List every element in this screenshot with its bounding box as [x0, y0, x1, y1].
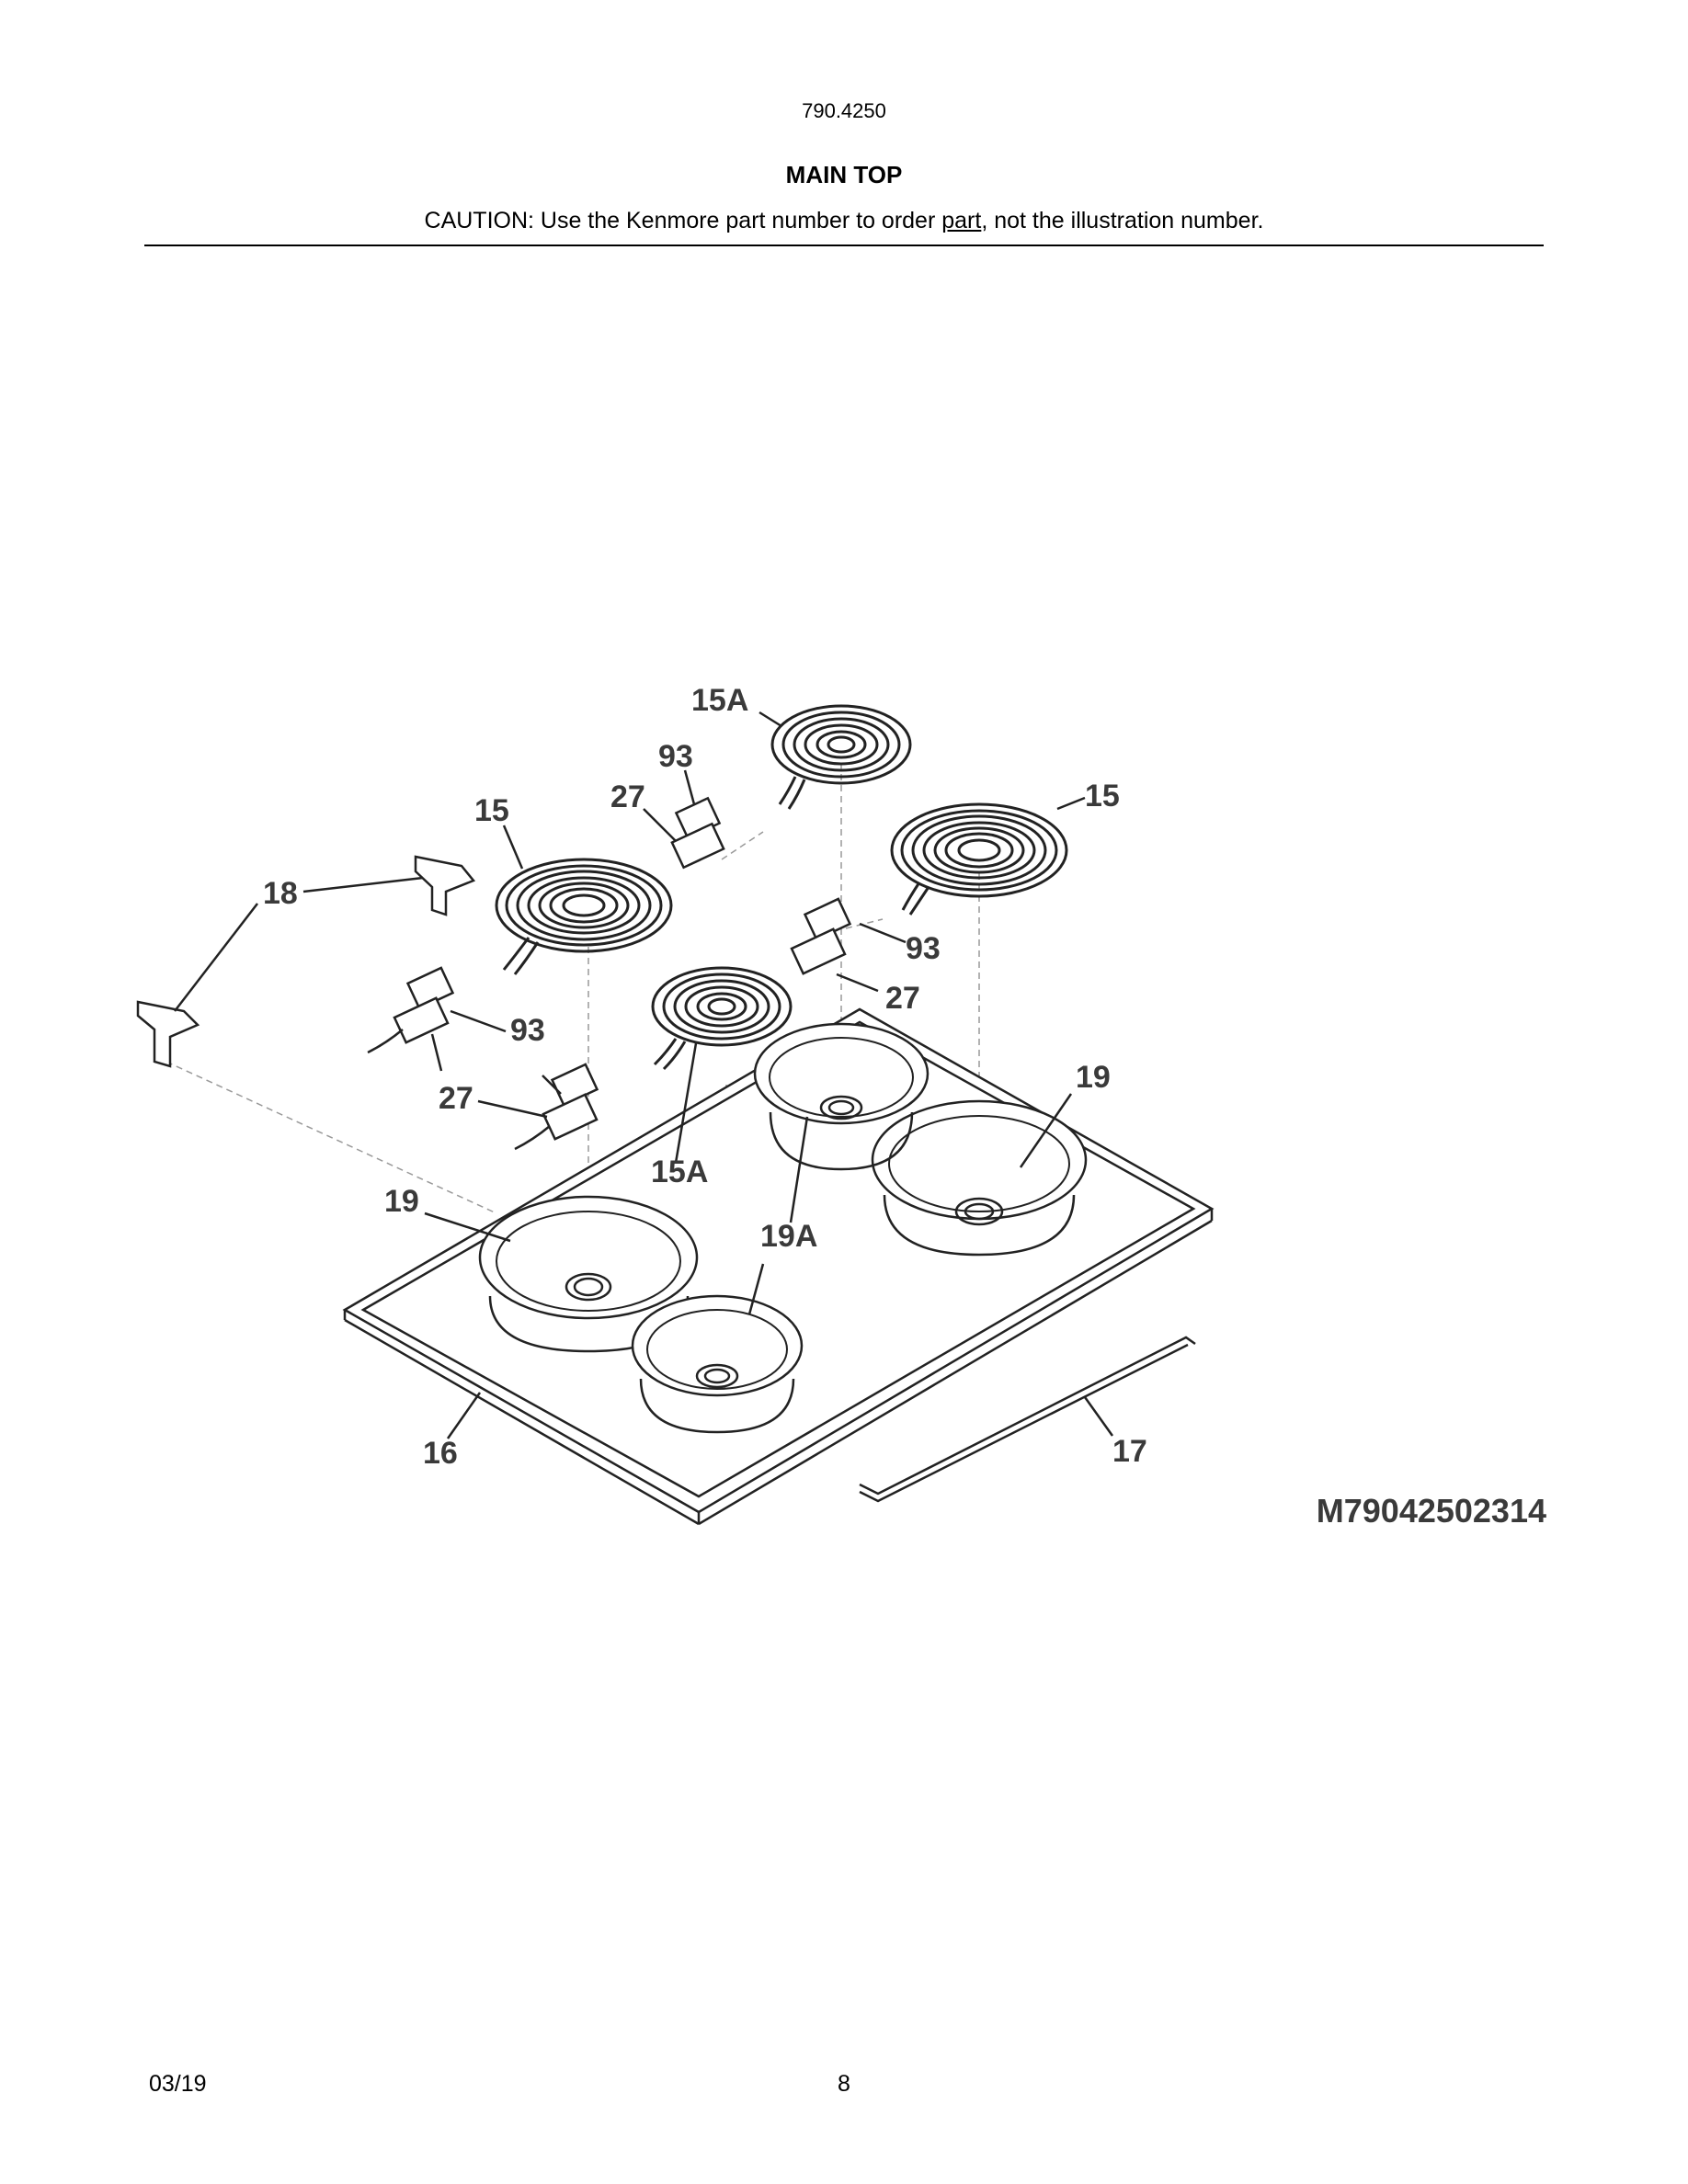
caution-text-start: CAUTION: Use the Kenmore part number to … — [424, 208, 942, 233]
surface-element-large-right — [890, 802, 1068, 916]
model-number: 790.4250 — [802, 99, 886, 122]
caution-note: CAUTION: Use the Kenmore part number to … — [0, 208, 1688, 234]
trim-strip — [859, 1336, 1196, 1503]
callout-15-left: 15 — [474, 793, 509, 828]
page-number: 8 — [838, 2071, 850, 2097]
callout-93-right: 93 — [906, 931, 941, 966]
callout-19-left: 19 — [384, 1184, 419, 1219]
callout-93-left: 93 — [510, 1013, 545, 1048]
callout-19A: 19A — [760, 1219, 817, 1254]
callout-93-top: 93 — [658, 739, 693, 774]
drip-pan-small-front — [631, 1294, 804, 1434]
leader-lines — [174, 711, 1114, 1439]
receptacle-left — [367, 966, 455, 1054]
callout-27-right: 27 — [885, 981, 920, 1016]
callout-27-top: 27 — [610, 779, 645, 814]
surface-element-small-bottom — [651, 966, 793, 1071]
callout-17: 17 — [1112, 1434, 1147, 1469]
callout-27-left: 27 — [439, 1081, 473, 1116]
bracket-lower — [136, 1000, 200, 1068]
callout-19-right: 19 — [1076, 1060, 1111, 1095]
callout-16: 16 — [423, 1436, 458, 1471]
caution-text-end: , not the illustration number. — [981, 208, 1264, 233]
callout-15A-top: 15A — [691, 683, 748, 718]
header-divider — [144, 245, 1544, 246]
surface-element-small-top — [770, 704, 912, 810]
callout-15-right: 15 — [1085, 779, 1120, 813]
figure-id: M79042502314 — [1317, 1492, 1546, 1530]
receptacle-top — [670, 796, 725, 870]
callout-18: 18 — [263, 876, 298, 911]
drip-pan-left-front — [478, 1195, 699, 1353]
drip-pan-small-rear — [753, 1022, 930, 1171]
surface-element-large-left — [495, 858, 673, 975]
bracket-upper — [414, 855, 476, 916]
caution-underlined-word: part — [941, 208, 982, 233]
callout-15A-bottom: 15A — [651, 1155, 708, 1189]
section-title: MAIN TOP — [785, 161, 903, 188]
receptacle-bottom — [514, 1063, 599, 1151]
footer-date: 03/19 — [149, 2071, 207, 2097]
drip-pan-right-rear — [871, 1099, 1088, 1257]
receptacle-right — [790, 897, 852, 975]
